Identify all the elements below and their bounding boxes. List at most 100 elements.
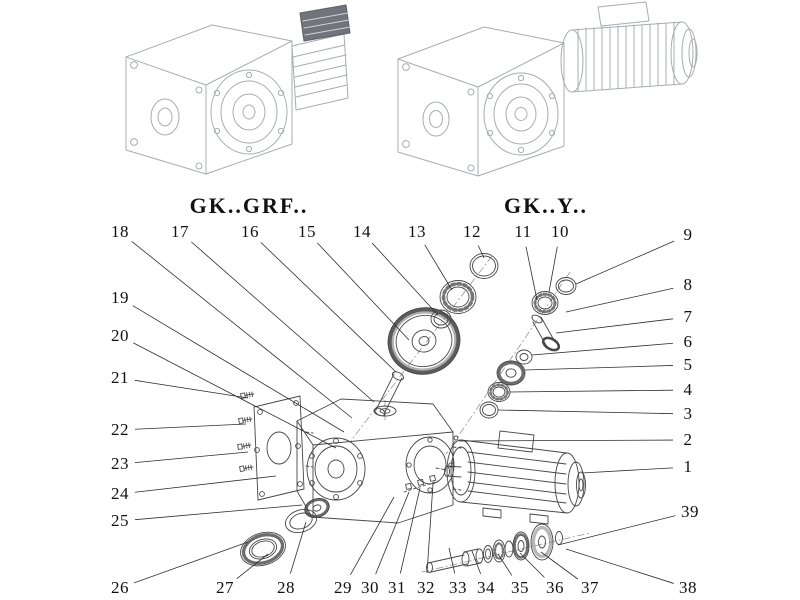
part-number-26: 26 — [111, 578, 129, 597]
part-number-29: 29 — [334, 578, 352, 597]
ball-bearing-lower — [487, 382, 511, 402]
bevel-pinion-shaft — [531, 314, 561, 352]
part-number-13: 13 — [408, 222, 426, 241]
part-number-8: 8 — [683, 275, 693, 294]
leader-line-4 — [509, 389, 674, 393]
gearbox-motor-iso-y-drawing — [397, 1, 698, 177]
spacer-ring — [430, 309, 452, 329]
leader-line-28 — [289, 521, 307, 574]
part-number-14: 14 — [353, 222, 371, 241]
seal-ring — [479, 401, 499, 419]
leader-line-33 — [448, 547, 456, 574]
part-number-34: 34 — [477, 578, 495, 597]
part-number-28: 28 — [277, 578, 295, 597]
leader-line-12 — [477, 245, 485, 259]
part-number-2: 2 — [683, 430, 693, 449]
leader-line-24 — [134, 475, 277, 493]
leader-line-22 — [134, 423, 247, 430]
cover-bolts — [237, 391, 255, 472]
leader-line-34 — [471, 550, 482, 575]
leader-line-13 — [424, 244, 453, 291]
model-label-gk-y: GK..Y.. — [503, 193, 589, 218]
part-number-3: 3 — [683, 404, 693, 423]
part-number-22: 22 — [111, 420, 129, 439]
gear-housing — [296, 398, 455, 524]
output-bearing-rings — [240, 497, 330, 567]
part-number-5: 5 — [683, 355, 693, 374]
part-number-38: 38 — [679, 578, 697, 597]
part-number-15: 15 — [298, 222, 316, 241]
part-number-12: 12 — [463, 222, 481, 241]
part-number-32: 32 — [417, 578, 435, 597]
small-ring — [555, 277, 577, 295]
cover-plate — [253, 395, 314, 501]
leader-line-16 — [260, 242, 397, 373]
leader-line-8 — [565, 287, 674, 313]
leader-line-15 — [317, 242, 410, 341]
leader-line-2 — [458, 439, 674, 442]
part-number-6: 6 — [683, 332, 693, 351]
part-number-20: 20 — [111, 326, 129, 345]
part-number-31: 31 — [388, 578, 406, 597]
part-number-10: 10 — [551, 222, 569, 241]
bevel-gear — [496, 360, 526, 386]
part-number-23: 23 — [111, 454, 129, 473]
part-number-18: 18 — [111, 222, 129, 241]
leader-line-26 — [133, 541, 249, 584]
leader-line-5 — [524, 365, 674, 371]
electric-motor — [444, 430, 586, 525]
leader-line-38 — [565, 548, 674, 584]
leader-line-18 — [131, 241, 353, 419]
input-shaft — [374, 371, 405, 417]
leader-line-7 — [555, 318, 674, 334]
gearbox-iso-grf-drawing — [125, 4, 351, 175]
part-number-1: 1 — [683, 457, 693, 476]
leader-line-17 — [191, 241, 375, 403]
part-number-30: 30 — [361, 578, 379, 597]
part-number-35: 35 — [511, 578, 529, 597]
part-number-4: 4 — [683, 380, 693, 399]
retaining-ring — [469, 253, 499, 279]
leader-line-10 — [548, 246, 558, 293]
leader-line-1 — [581, 467, 674, 474]
leader-line-30 — [375, 491, 410, 575]
leader-line-29 — [349, 496, 395, 576]
washer — [515, 349, 533, 365]
leader-line-9 — [575, 240, 675, 285]
leader-line-25 — [134, 504, 303, 521]
output-shaft-assembly — [426, 523, 563, 573]
leader-line-37 — [540, 551, 579, 580]
leader-line-11 — [525, 246, 538, 301]
leader-line-36 — [519, 552, 545, 578]
assembly-guide-lines — [435, 446, 462, 491]
part-number-37: 37 — [581, 578, 599, 597]
part-number-9: 9 — [683, 225, 693, 244]
part-number-24: 24 — [111, 484, 129, 503]
leader-line-21 — [134, 379, 249, 399]
part-number-33: 33 — [449, 578, 467, 597]
leader-line-39 — [557, 515, 676, 546]
leader-line-3 — [497, 409, 674, 415]
leader-line-27 — [236, 553, 269, 580]
part-number-16: 16 — [241, 222, 259, 241]
model-label-gk-grf: GK..GRF.. — [189, 193, 309, 218]
leader-lines — [131, 240, 676, 584]
part-number-17: 17 — [171, 222, 189, 241]
leader-line-23 — [134, 451, 249, 463]
part-number-39: 39 — [681, 502, 699, 521]
part-number-21: 21 — [111, 368, 129, 387]
leader-line-14 — [371, 242, 439, 316]
helical-gear — [387, 307, 461, 375]
small-bearing — [531, 291, 559, 315]
leader-line-35 — [497, 553, 513, 576]
leader-line-31 — [399, 487, 421, 574]
leader-line-20 — [133, 342, 337, 449]
leader-line-32 — [426, 483, 434, 574]
part-number-25: 25 — [111, 511, 129, 530]
fitting-parts — [403, 474, 439, 493]
part-number-36: 36 — [546, 578, 564, 597]
ball-bearing-upper — [439, 280, 477, 314]
leader-line-6 — [531, 342, 674, 356]
